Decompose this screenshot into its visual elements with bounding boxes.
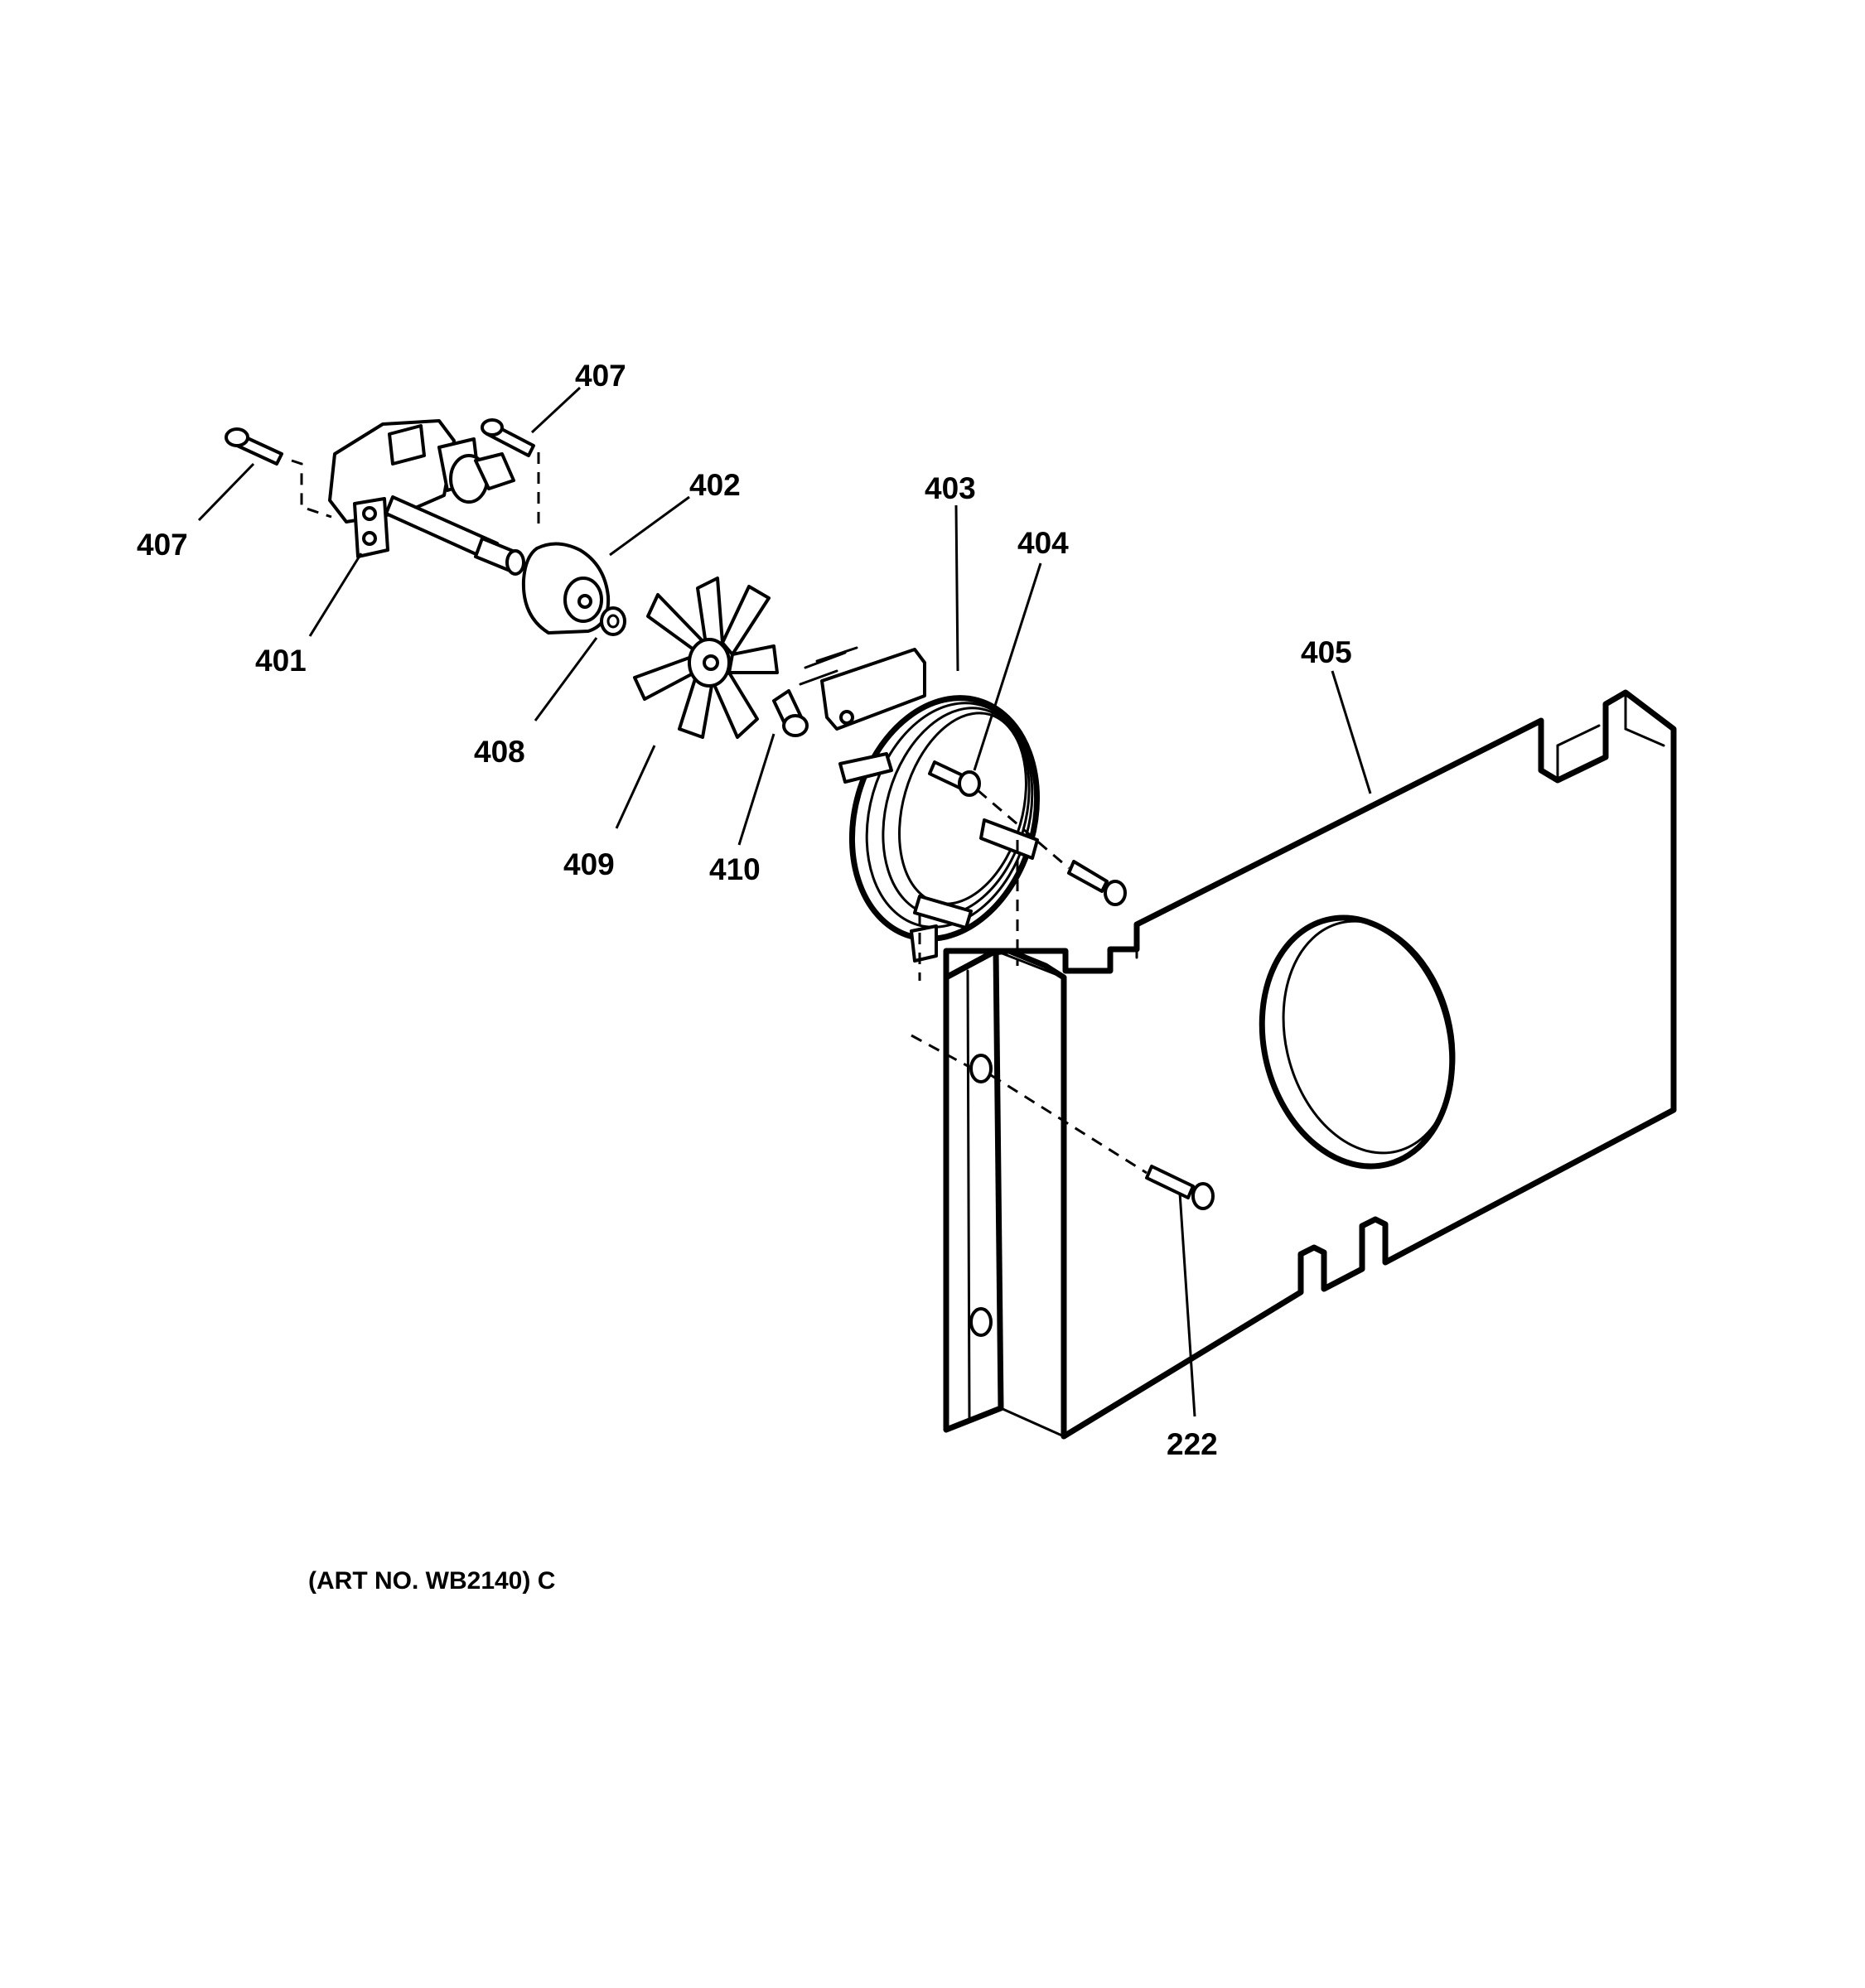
- callout-408: 408: [474, 735, 525, 769]
- motor-401: [328, 419, 525, 576]
- art-number-caption: (ART NO. WB2140) C: [308, 1567, 555, 1595]
- callout-410: 410: [709, 852, 761, 886]
- callout-407-top: 407: [575, 359, 626, 393]
- nut-408: [600, 606, 626, 636]
- callout-405: 405: [1301, 635, 1352, 669]
- screw-222: [1145, 1165, 1215, 1210]
- heating-element-403: [799, 646, 1041, 963]
- panel-405: [943, 689, 1677, 1440]
- screw-407-left: [225, 427, 283, 466]
- assembly-lines: [291, 452, 1148, 1175]
- shroud-402: [521, 542, 611, 635]
- spacer-410: [772, 689, 809, 737]
- leader-lines: [197, 386, 1372, 1417]
- callout-402: 402: [689, 468, 741, 502]
- callout-labels: 407 407 402 401 408 409 410 403 404 405 …: [137, 359, 1352, 1461]
- callout-409: 409: [563, 847, 615, 881]
- screw-407-right: [481, 418, 535, 457]
- callout-407-left: 407: [137, 528, 188, 562]
- callout-404: 404: [1017, 526, 1069, 560]
- callout-401: 401: [255, 644, 307, 678]
- callout-222: 222: [1167, 1427, 1218, 1461]
- screw-404: [928, 760, 981, 797]
- screw-404-lower: [1067, 860, 1127, 906]
- callout-403: 403: [925, 471, 976, 505]
- fan-blade-409: [633, 577, 779, 739]
